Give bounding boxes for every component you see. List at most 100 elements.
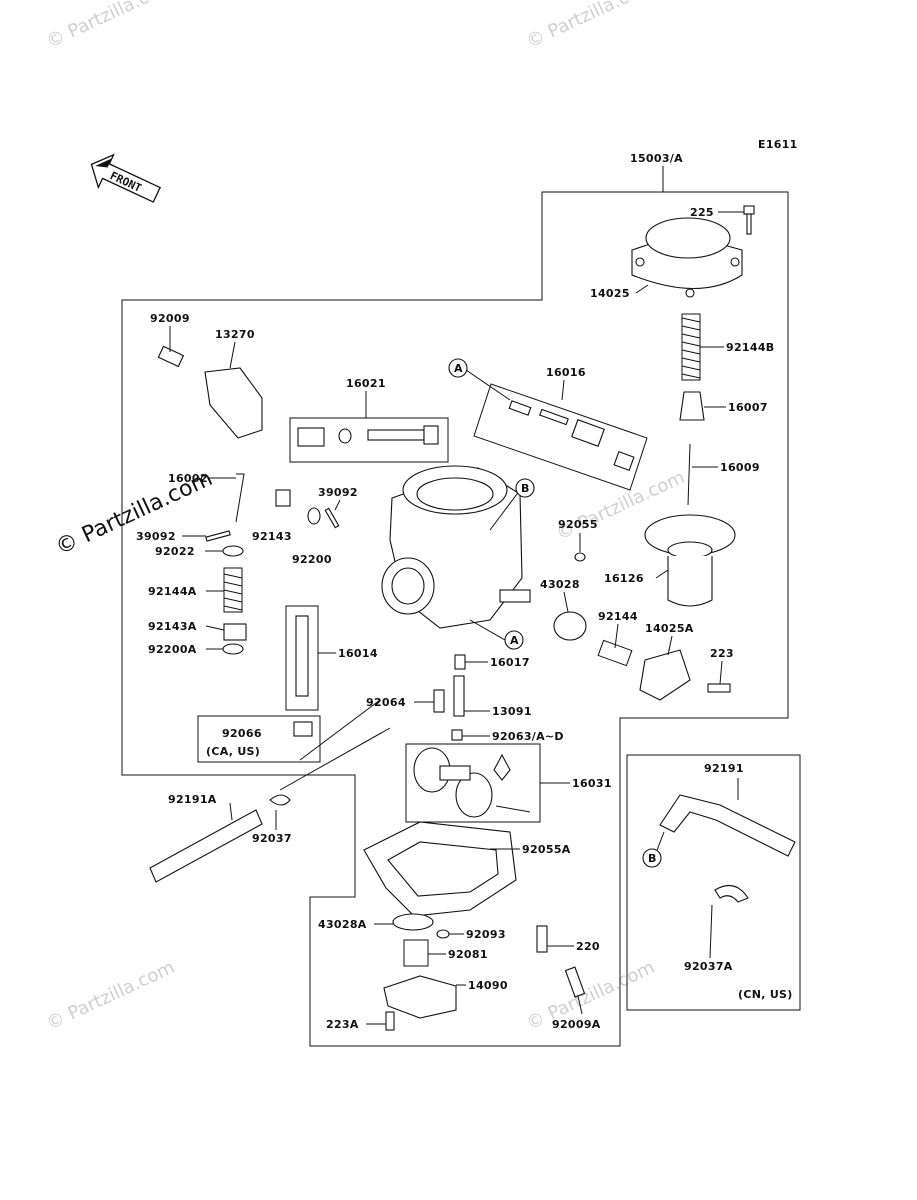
- label-92055: 92055: [558, 518, 598, 531]
- float-bowl: [363, 821, 517, 917]
- watermark-bottom-left: © Partzilla.com: [43, 957, 178, 1035]
- label-92037a: 92037A: [684, 960, 733, 973]
- callout-b-right: B: [642, 848, 662, 868]
- label-92093: 92093: [466, 928, 506, 941]
- label-13091: 13091: [492, 705, 532, 718]
- bolt-92009: [157, 345, 185, 368]
- spring-92144: [597, 639, 633, 667]
- washer-92200a: [222, 643, 244, 655]
- label-16016: 16016: [546, 366, 586, 379]
- diaphragm-43028a: [392, 913, 434, 931]
- callout-a-top: A: [448, 358, 468, 378]
- label-14025: 14025: [590, 287, 630, 300]
- label-16031: 16031: [572, 777, 612, 790]
- screw-223a: [385, 1011, 395, 1031]
- bracket-13270: [204, 367, 263, 439]
- callout-b-top: B: [515, 478, 535, 498]
- carburetor-body: [381, 465, 531, 629]
- collar-92143: [275, 489, 291, 507]
- hose-92191a: [149, 809, 263, 883]
- screw-223: [707, 683, 731, 693]
- plunger-16021: [297, 427, 325, 447]
- label-39092-right: 39092: [318, 486, 358, 499]
- inset-box-cn-us: [626, 754, 801, 1011]
- label-16007: 16007: [728, 401, 768, 414]
- label-223: 223: [710, 647, 734, 660]
- parts-16014: [295, 615, 309, 697]
- screw-220: [536, 925, 548, 953]
- watermark-top-right: © Partzilla.com: [523, 0, 658, 53]
- screw-92009a: [564, 966, 586, 998]
- label-16021: 16021: [346, 377, 386, 390]
- part-labels: 15003/A 225 14025 92144B 16007 16009 161…: [136, 152, 793, 1031]
- label-14025a: 14025A: [645, 622, 694, 635]
- label-13270: 13270: [215, 328, 255, 341]
- collar-92143a: [223, 623, 247, 641]
- group-16021: [289, 417, 449, 463]
- label-92191a: 92191A: [168, 793, 217, 806]
- svg-text:A: A: [454, 362, 463, 375]
- label-225: 225: [690, 206, 714, 219]
- svg-text:B: B: [648, 852, 657, 865]
- diagram-code: E1611: [758, 138, 798, 151]
- front-arrow-icon: FRONT: [90, 153, 161, 203]
- hose-92191: [659, 794, 796, 857]
- needle-holder-16007: [679, 391, 705, 421]
- label-16009: 16009: [720, 461, 760, 474]
- label-92066: 92066: [222, 727, 262, 740]
- group-16031: [405, 743, 541, 823]
- oring-92093: [436, 929, 450, 939]
- clip-92037: [269, 794, 291, 806]
- jet-92064: [433, 689, 445, 713]
- label-15003: 15003/A: [630, 152, 683, 165]
- label-16014: 16014: [338, 647, 378, 660]
- jet-13091: [453, 675, 465, 717]
- watermark-top-left: © Partzilla.com: [43, 0, 178, 53]
- label-92200a: 92200A: [148, 643, 197, 656]
- note-cn-us: (CN, US): [738, 988, 793, 1001]
- label-39092-left: 39092: [136, 530, 176, 543]
- label-92063: 92063/A~D: [492, 730, 564, 743]
- clip-92037a: [714, 884, 749, 903]
- label-16017: 16017: [490, 656, 530, 669]
- label-43028a: 43028A: [318, 918, 367, 931]
- label-92064: 92064: [366, 696, 406, 709]
- group-16014: [285, 605, 319, 711]
- label-16002: 16002: [168, 472, 208, 485]
- spring-92144b: [681, 317, 701, 379]
- group-16016: [473, 383, 648, 491]
- label-92037: 92037: [252, 832, 292, 845]
- label-92200: 92200: [292, 553, 332, 566]
- label-14090: 14090: [468, 979, 508, 992]
- float-16031: [413, 747, 531, 818]
- svg-text:B: B: [521, 482, 530, 495]
- svg-text:A: A: [510, 634, 519, 647]
- pin-39092-b: [324, 507, 340, 529]
- callout-a-bottom: A: [504, 630, 524, 650]
- label-92144a: 92144A: [148, 585, 197, 598]
- pin-39092-a: [205, 530, 231, 542]
- vacuum-piston-16126: [644, 514, 736, 607]
- label-92144: 92144: [598, 610, 638, 623]
- label-220: 220: [576, 940, 600, 953]
- oring-92055: [574, 552, 586, 562]
- label-92191: 92191: [704, 762, 744, 775]
- label-92055a: 92055A: [522, 843, 571, 856]
- label-16126: 16126: [604, 572, 644, 585]
- label-92009a: 92009A: [552, 1018, 601, 1031]
- diaphragm-43028: [553, 611, 587, 641]
- spring-92081: [403, 939, 429, 967]
- screw-225: [743, 205, 755, 235]
- jet-16017: [454, 654, 466, 670]
- label-92009: 92009: [150, 312, 190, 325]
- cover-14025a: [639, 649, 691, 701]
- label-92143: 92143: [252, 530, 292, 543]
- label-92081: 92081: [448, 948, 488, 961]
- washer-92022: [222, 545, 244, 557]
- label-223a: 223A: [326, 1018, 359, 1031]
- jet-needle-16009: [687, 443, 691, 506]
- plug-92066: [293, 721, 313, 737]
- screw-16016: [508, 400, 532, 416]
- label-92022: 92022: [155, 545, 195, 558]
